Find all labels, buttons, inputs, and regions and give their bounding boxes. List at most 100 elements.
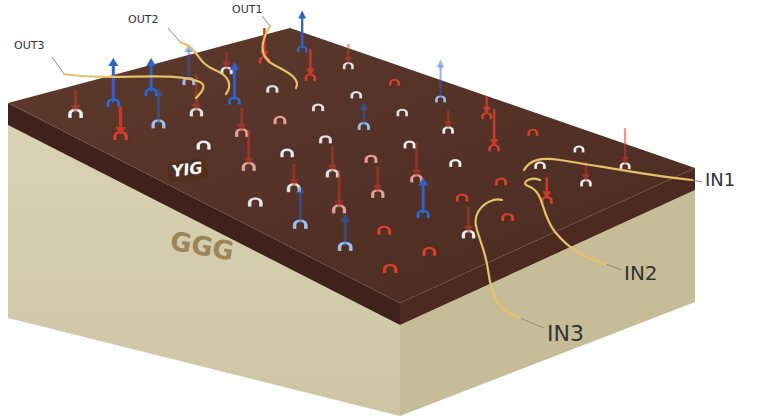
spin-arrow-head [483,107,491,115]
leader-line [606,264,622,270]
spin-arrow-shaft [150,64,153,91]
antenna-cell [422,247,436,256]
antenna-cell [343,44,354,69]
spin-arrow-head [298,10,306,18]
antenna-cell [68,90,83,118]
spin-arrow-shaft [119,106,122,129]
spin-arrow-shaft [309,49,311,71]
antenna-cell [326,147,340,178]
spin-arrow-head [334,200,344,208]
spin-arrow-shaft [363,108,366,126]
input-wire [524,159,692,180]
antenna-cell [435,60,446,103]
antenna-symbol [319,135,332,143]
leader-line [168,28,180,42]
antenna-cell [332,170,346,214]
spin-arrow-head [153,88,163,96]
antenna-cell [242,130,256,171]
antenna-symbol [365,155,378,163]
spin-arrow-head [328,165,338,173]
spin-arrow-shaft [493,109,495,141]
antenna-cell [449,159,461,167]
port-label: IN1 [705,170,735,190]
spin-arrow-shaft [347,44,349,59]
antenna-symbol [422,247,436,256]
spin-arrow-shaft [422,183,425,213]
spin-arrow-shaft [331,147,334,167]
antenna-symbol [377,226,391,235]
spin-arrow-head [444,121,452,129]
leader-line [52,57,64,74]
leader-line [692,180,702,182]
output-wire [263,26,298,88]
signal-wires [64,26,692,318]
spin-arrow-shaft [240,108,243,126]
spin-arrow-shaft [157,94,160,123]
antenna-symbol [389,79,400,86]
antenna-cell [113,106,128,140]
antenna-cell [403,140,415,148]
yig-film-top [8,28,695,303]
port-label: OUT2 [128,14,158,26]
spin-arrow-head [289,179,299,187]
spin-arrow-shaft [247,130,250,160]
antenna-grid [68,10,631,273]
spin-arrow-head [306,69,314,77]
antenna-cell [456,194,469,202]
spin-arrow-head [70,105,81,113]
antenna-cell [383,264,398,274]
antenna-cell [293,186,308,229]
spin-arrow-shaft [376,167,379,187]
antenna-cell [365,155,378,163]
antenna-symbol [396,109,408,116]
spin-arrow-shaft [74,90,77,107]
spin-arrow-head [237,124,247,132]
antenna-cell [527,129,538,136]
spin-arrow-head [115,127,126,135]
port-label: OUT3 [14,40,44,52]
antenna-cell [495,178,507,186]
spin-arrow-shaft [338,170,341,202]
output-wire [64,74,203,98]
spin-arrow-head [146,58,156,66]
spin-arrow-shaft [233,68,236,100]
antenna-cell [350,91,362,98]
spin-arrow-shaft [195,74,198,106]
spin-arrow-shaft [301,16,303,48]
spin-arrow-head [418,177,428,185]
spin-arrow-head [359,102,368,110]
antenna-cell [371,167,385,198]
leader-line [520,318,544,328]
spin-arrow-shaft [439,66,441,99]
spin-arrow-head [108,58,118,66]
antenna-symbol [312,103,324,111]
antenna-cell [534,162,546,169]
port-label: OUT1 [232,4,262,16]
spin-arrow-shaft [112,64,115,102]
antenna-cell [248,197,263,207]
spin-arrow-head [542,191,551,199]
antenna-symbol [495,178,507,186]
antenna-symbol [266,85,278,93]
spin-arrow-head [621,157,629,165]
spin-arrow-shaft [545,177,548,193]
antenna-symbol [350,91,362,98]
antenna-cell [319,135,332,143]
antenna-cell [235,108,249,137]
port-label: IN2 [624,262,658,284]
antenna-cell [462,207,476,239]
antenna-cell [488,109,500,151]
spin-arrow-head [344,57,352,65]
antenna-symbol [196,141,210,150]
antenna-cell [442,110,454,133]
antenna-cell [396,109,408,116]
spin-arrow-shaft [344,220,347,246]
antenna-symbol [534,162,546,169]
antenna-cell [297,10,308,52]
antenna-cell [266,85,278,93]
antenna-cell [312,103,324,111]
port-label: IN3 [547,322,584,346]
spin-arrow-head [373,185,383,193]
spin-arrow-head [412,170,421,178]
